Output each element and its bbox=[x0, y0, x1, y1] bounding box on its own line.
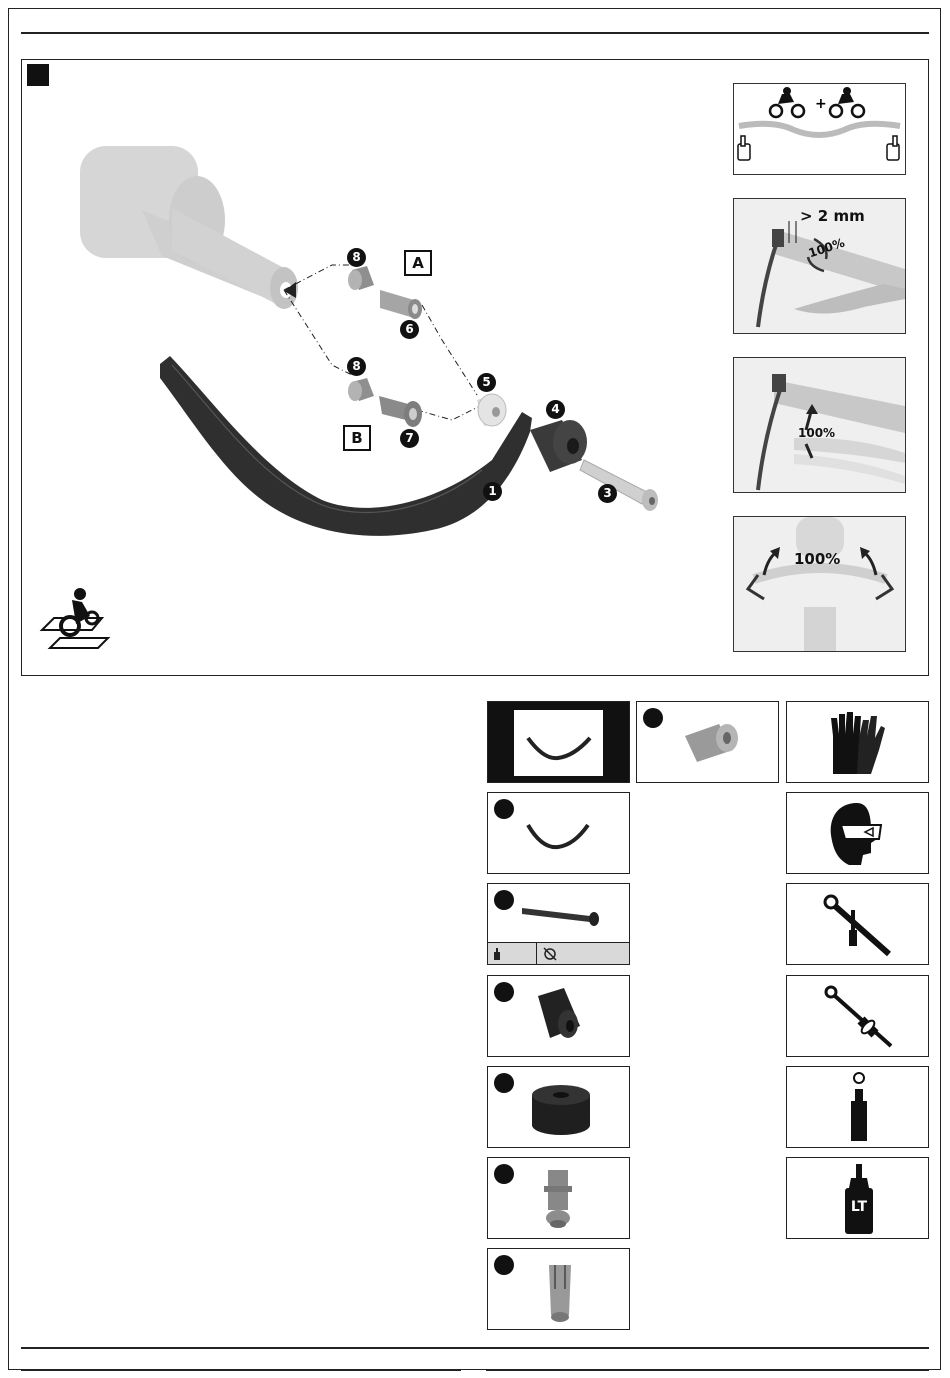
callout-5: 5 bbox=[477, 373, 496, 392]
card-safety-glasses bbox=[786, 792, 929, 874]
clearance-text: > 2 mm bbox=[800, 207, 865, 225]
panel-steering: 100% bbox=[733, 516, 906, 652]
label-b: B bbox=[343, 425, 371, 451]
part-8-top bbox=[348, 266, 374, 290]
panel-both-sides: + bbox=[733, 83, 906, 175]
part-4-bushing bbox=[530, 420, 587, 472]
part-3-bolt bbox=[580, 460, 658, 511]
part-number-badge bbox=[494, 1073, 514, 1093]
exploded-view bbox=[22, 60, 722, 674]
callout-6: 6 bbox=[400, 320, 419, 339]
part-number-badge bbox=[494, 890, 514, 910]
motorcycle-icon-right bbox=[830, 87, 864, 117]
callout-8-top: 8 bbox=[347, 248, 366, 267]
card-guard-kit bbox=[487, 701, 630, 783]
panel-lever: 100% bbox=[733, 357, 906, 493]
card-part-1 bbox=[487, 792, 630, 874]
card-hex-socket bbox=[786, 1066, 929, 1148]
part-number-badge bbox=[494, 982, 514, 1002]
motorcycle-icon-left bbox=[770, 87, 804, 117]
gloves-icon bbox=[827, 708, 887, 778]
rider-position-icon bbox=[42, 588, 108, 648]
card-part-4 bbox=[487, 975, 630, 1057]
ratchet-allen-icon bbox=[817, 890, 897, 960]
card-ratchet-allen bbox=[786, 883, 929, 965]
footer-rule bbox=[21, 1347, 929, 1349]
steering-percent: 100% bbox=[794, 550, 840, 568]
part-number-badge bbox=[494, 799, 514, 819]
part-5-spacer bbox=[477, 394, 506, 426]
panel-clearance: > 2 mm 100% bbox=[733, 198, 906, 334]
part-8-bottom bbox=[348, 378, 374, 401]
torque-small-icon bbox=[542, 946, 558, 962]
hand-left-icon bbox=[738, 136, 750, 160]
card-part-3 bbox=[487, 883, 630, 965]
callout-1: 1 bbox=[483, 482, 502, 501]
callout-8-bottom: 8 bbox=[347, 357, 366, 376]
card-torque-wrench bbox=[786, 975, 929, 1057]
threadlock-small-icon bbox=[492, 947, 502, 961]
header-rule bbox=[21, 32, 929, 34]
card-part-6 bbox=[487, 1248, 630, 1330]
card-gloves bbox=[786, 701, 929, 783]
part-number-badge bbox=[643, 708, 663, 728]
threadlock-label: LT bbox=[849, 1199, 869, 1215]
footer-rule-left bbox=[21, 1369, 461, 1371]
card-part-7 bbox=[487, 1157, 630, 1239]
callout-4: 4 bbox=[546, 400, 565, 419]
lever-percent: 100% bbox=[798, 426, 835, 440]
hex-socket-icon bbox=[845, 1071, 873, 1145]
card-part-5 bbox=[487, 1066, 630, 1148]
callout-7: 7 bbox=[400, 429, 419, 448]
card-part-8 bbox=[636, 701, 779, 783]
part-7 bbox=[379, 396, 422, 427]
torque-wrench-icon bbox=[821, 982, 901, 1052]
part-number-badge bbox=[494, 1255, 514, 1275]
hand-right-icon bbox=[887, 136, 899, 160]
card-threadlock: LT bbox=[786, 1157, 929, 1239]
callout-3: 3 bbox=[598, 484, 617, 503]
label-a: A bbox=[404, 250, 432, 276]
safety-glasses-icon bbox=[827, 799, 887, 869]
footer-rule-right bbox=[486, 1369, 929, 1371]
part-6 bbox=[380, 290, 422, 319]
svg-text:+: + bbox=[815, 96, 827, 112]
part-number-badge bbox=[494, 1164, 514, 1184]
torque-strip bbox=[488, 942, 629, 965]
handlebar-grip bbox=[80, 146, 298, 309]
